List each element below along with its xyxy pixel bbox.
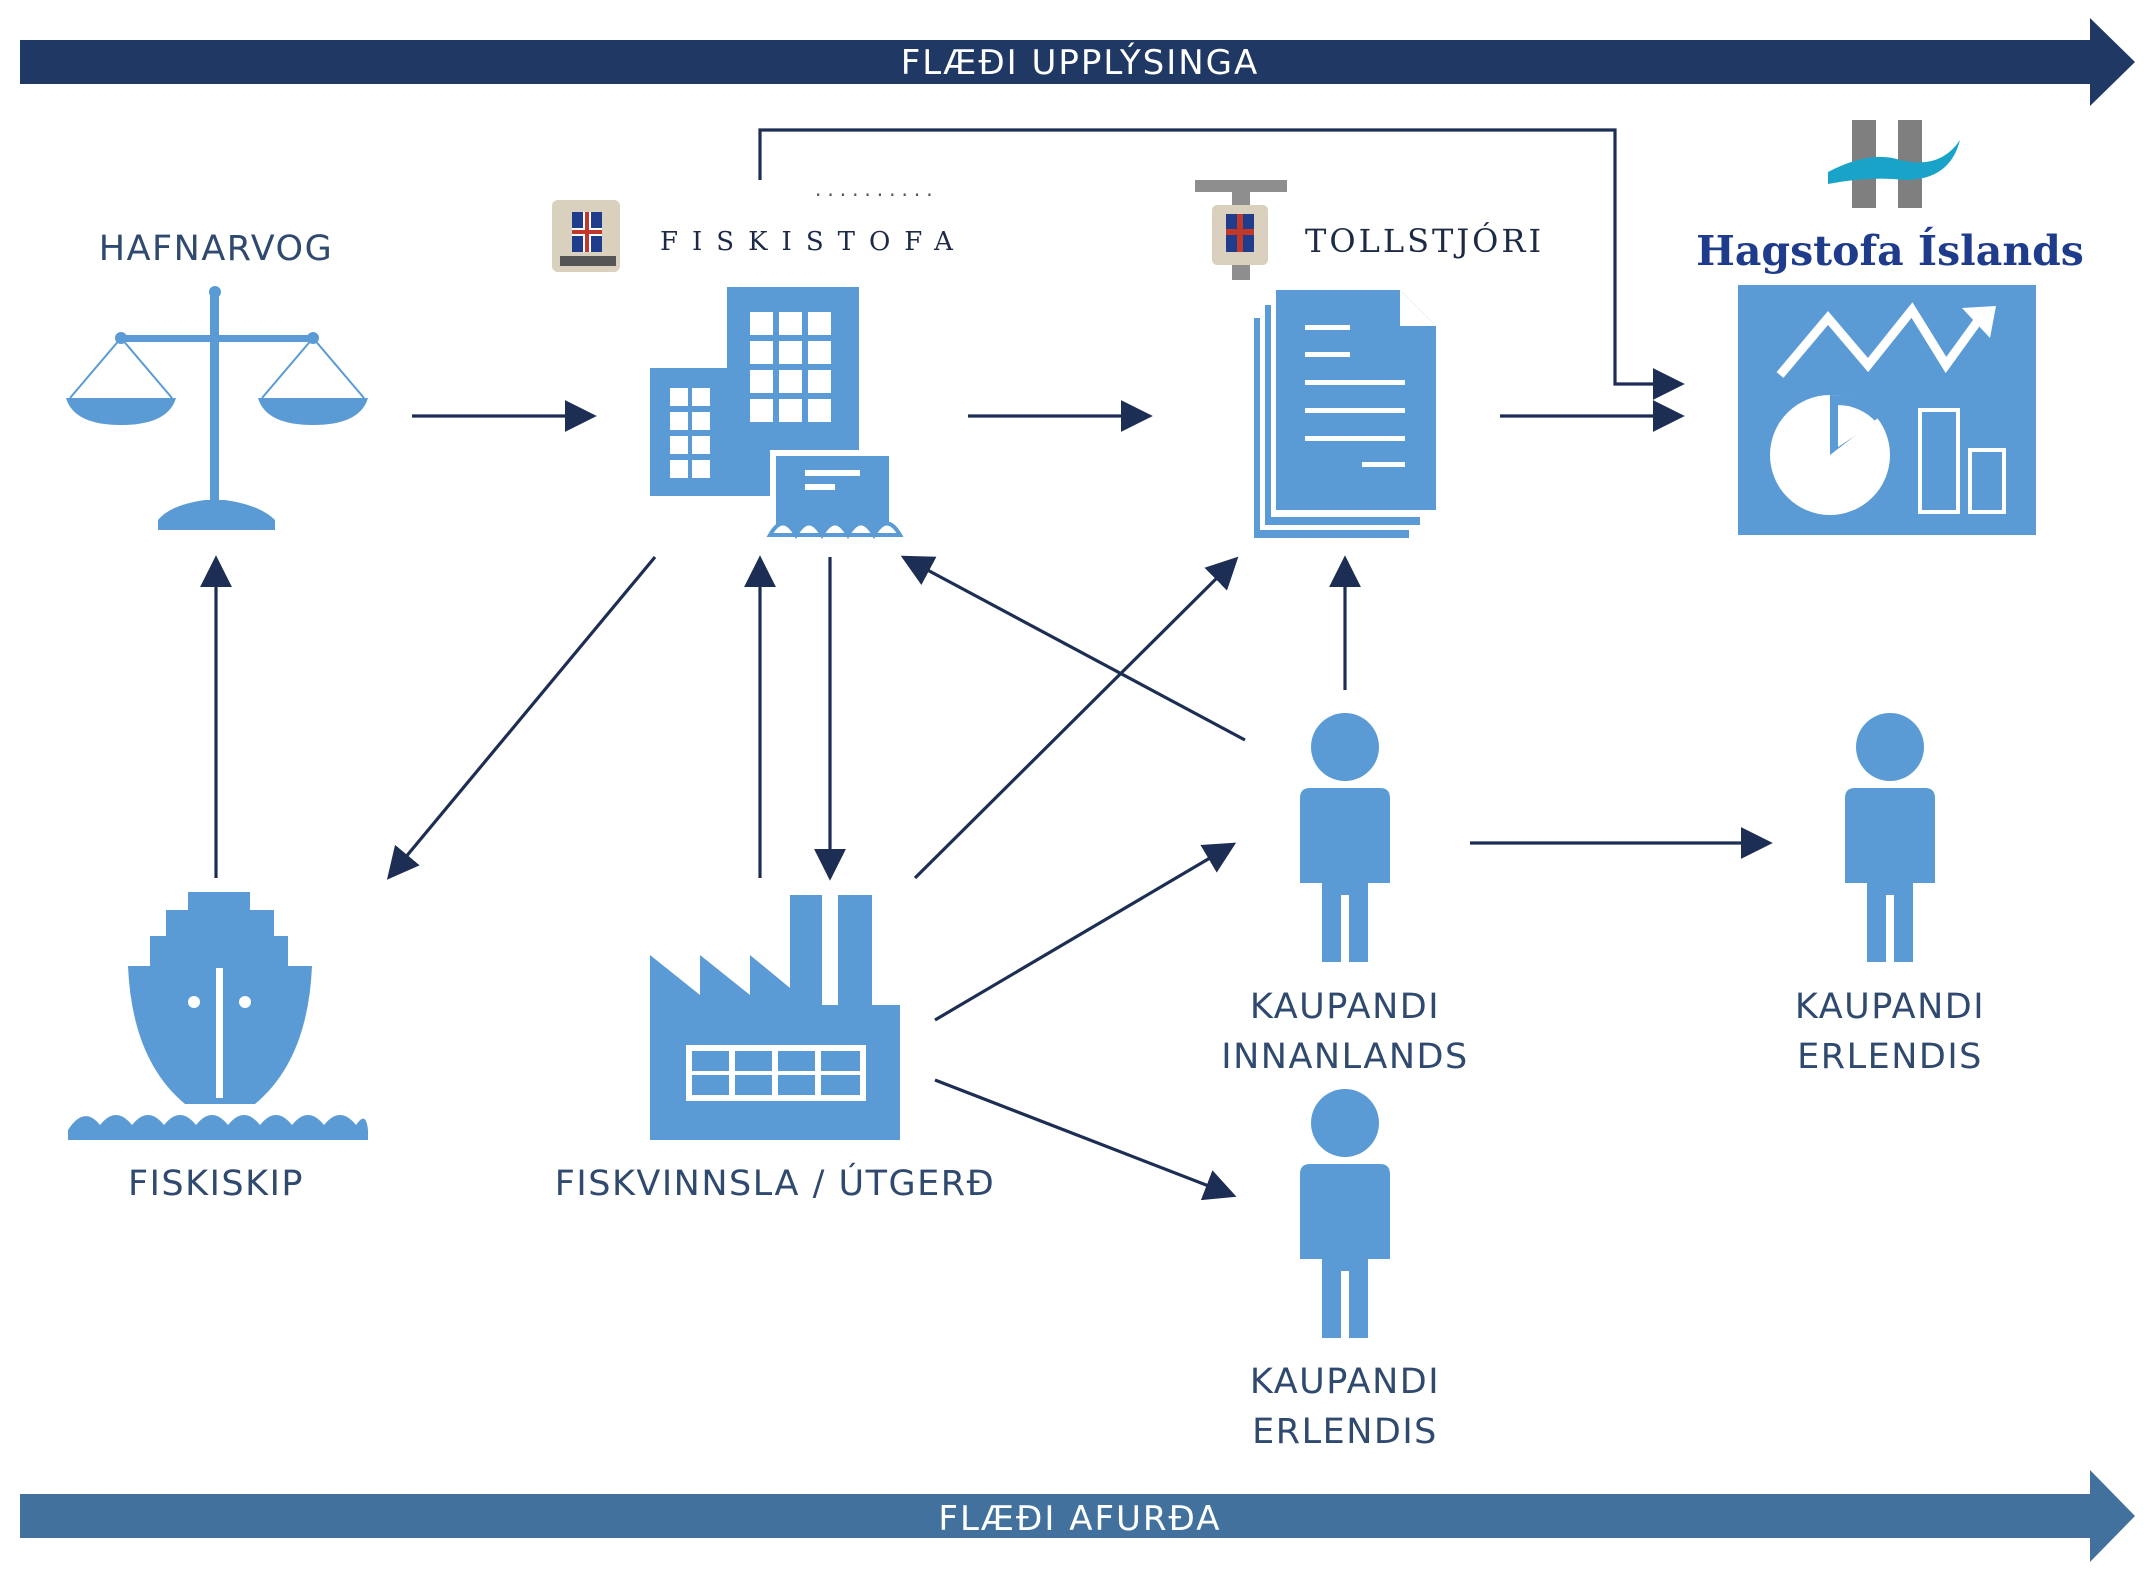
kaupandi-innanlands-label-line2: INNANLANDS [1221, 1037, 1468, 1077]
kaupandi-erlendis-right-label-line1: KAUPANDI [1795, 987, 1985, 1027]
documents-icon [1254, 290, 1436, 538]
office-building-icon [650, 287, 904, 540]
domestic-buyer-person-icon [1300, 713, 1390, 962]
arrow-fiskvinnsla-to-kaupandi-innanlands [934, 842, 1237, 1022]
connectors [200, 128, 1773, 1201]
foreign-buyer-right-person-icon [1845, 713, 1935, 962]
arrow-fiskistofa-to-hagstofa [758, 128, 1685, 400]
ship-icon [68, 892, 368, 1140]
information-flow-label: FLÆÐI UPPLÝSINGA [901, 42, 1260, 83]
tollstjori-emblem-icon [1195, 180, 1287, 280]
statistics-chart-icon [1738, 285, 2036, 535]
fiskistofa-logo-text: FISKISTOFA [660, 227, 967, 257]
arrow-fiskvinnsla-to-kaupandi-erlendis [934, 1078, 1237, 1201]
information-flow-band: FLÆÐI UPPLÝSINGA [20, 18, 2135, 106]
hafnarvog-label: HAFNARVOG [99, 229, 333, 269]
fiskvinnsla-label: FISKVINNSLA / ÚTGERÐ [555, 1162, 995, 1204]
fiskiskip-label: FISKISKIP [128, 1164, 304, 1204]
kaupandi-erlendis-bottom-label-line1: KAUPANDI [1250, 1362, 1440, 1402]
product-flow-label: FLÆÐI AFURÐA [938, 1499, 1221, 1539]
arrow-fiskistofa-to-fiskiskip [386, 555, 657, 880]
dotted-rule: .......... [815, 177, 939, 201]
arrow-fiskvinnsla-to-tollstjori [913, 556, 1239, 880]
hagstofa-logo-icon [1828, 120, 1960, 208]
kaupandi-erlendis-bottom-label-line2: ERLENDIS [1252, 1412, 1438, 1452]
foreign-buyer-bottom-person-icon [1300, 1089, 1390, 1338]
tollstjori-logo-text: TOLLSTJÓRI [1305, 222, 1544, 260]
factory-icon [650, 895, 900, 1140]
coat-of-arms-icon [552, 200, 620, 272]
hagstofa-logo-text: Hagstofa Íslands [1696, 226, 2084, 275]
kaupandi-innanlands-label-line1: KAUPANDI [1250, 987, 1440, 1027]
kaupandi-erlendis-right-label-line2: ERLENDIS [1797, 1037, 1983, 1077]
product-flow-band: FLÆÐI AFURÐA [20, 1470, 2135, 1562]
arrow-kaupandi-to-fiskistofa [900, 555, 1246, 742]
scale-icon [66, 286, 368, 530]
